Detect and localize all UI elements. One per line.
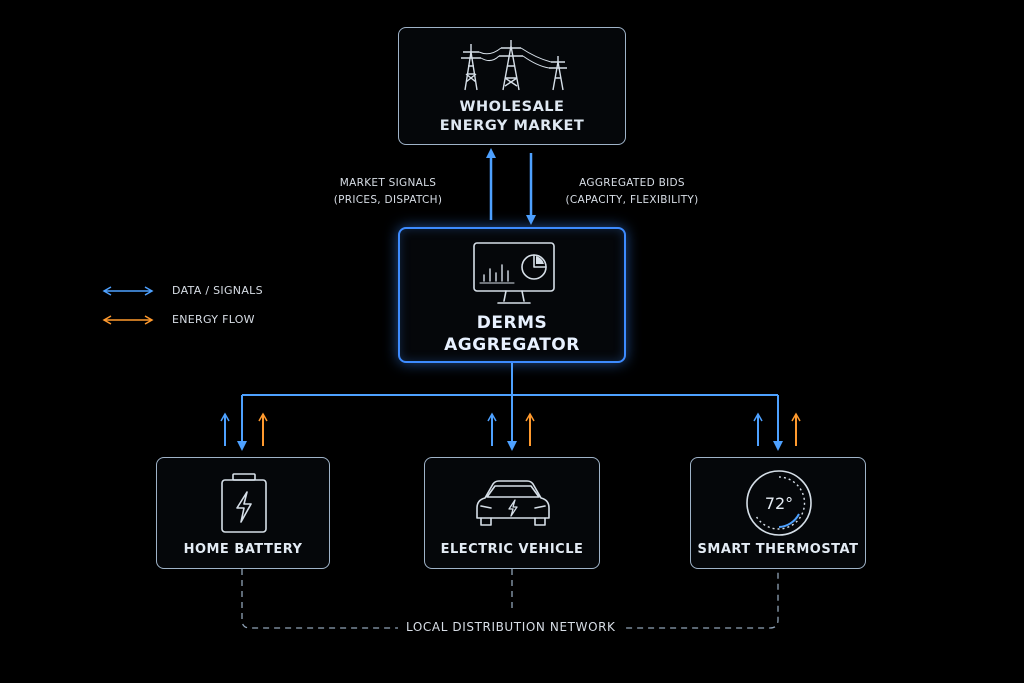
aggregated-bids-label-line2: (CAPACITY, FLEXIBILITY)	[565, 194, 699, 206]
distribution-bus	[242, 363, 778, 396]
electric-vehicle-label: ELECTRIC VEHICLE	[440, 542, 584, 557]
market-signals-label-line2: (PRICES, DISPATCH)	[333, 194, 443, 206]
home-battery-label: HOME BATTERY	[183, 542, 303, 557]
transmission-towers-icon	[461, 40, 567, 91]
market-signals-label: MARKET SIGNALS (PRICES, DISPATCH)	[318, 175, 458, 209]
electric-car-icon	[476, 480, 550, 526]
aggregated-bids-label-line1: AGGREGATED BIDS	[579, 177, 685, 189]
thermostat-reading: 72°	[765, 494, 793, 513]
home-battery-box: HOME BATTERY	[156, 457, 330, 569]
wholesale-market-box: WHOLESALE ENERGY MARKET	[398, 27, 626, 145]
monitor-dashboard-icon	[473, 242, 555, 304]
derms-aggregator-box: DERMS AGGREGATOR	[398, 227, 626, 363]
thermostat-icon: 72°	[746, 470, 812, 536]
market-title-line2: ENERGY MARKET	[439, 118, 585, 134]
local-distribution-network-label: LOCAL DISTRIBUTION NETWORK	[398, 620, 624, 634]
electric-vehicle-box: ELECTRIC VEHICLE	[424, 457, 600, 569]
market-title-line1: WHOLESALE	[459, 99, 565, 115]
battery-icon	[221, 473, 267, 533]
smart-thermostat-box: 72° SMART THERMOSTAT	[690, 457, 866, 569]
legend-data-signals-label: DATA / SIGNALS	[172, 284, 263, 297]
smart-thermostat-label: SMART THERMOSTAT	[697, 542, 859, 557]
aggregator-title-line2: AGGREGATOR	[444, 335, 580, 355]
legend-energy-flow-label: ENERGY FLOW	[172, 313, 255, 326]
market-signals-label-line1: MARKET SIGNALS	[339, 177, 437, 189]
aggregator-title-line1: DERMS	[476, 313, 548, 333]
aggregated-bids-label: AGGREGATED BIDS (CAPACITY, FLEXIBILITY)	[556, 175, 708, 209]
